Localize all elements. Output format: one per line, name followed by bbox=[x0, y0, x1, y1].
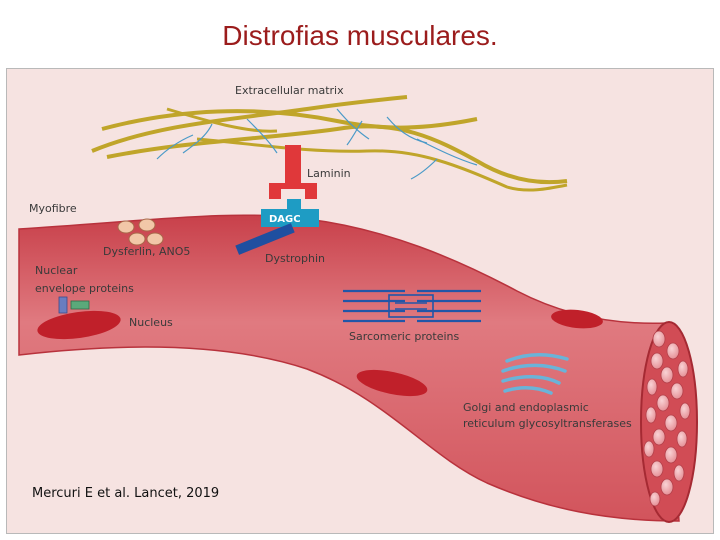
label-dysferlin: Dysferlin, ANO5 bbox=[103, 245, 190, 258]
label-extracellular-matrix: Extracellular matrix bbox=[235, 84, 344, 97]
slide-title: Distrofias musculares. bbox=[222, 20, 498, 51]
sarcomeric-proteins bbox=[343, 289, 481, 323]
label-dagc: DAGC bbox=[269, 214, 301, 225]
label-myofibre: Myofibre bbox=[29, 202, 77, 215]
label-golgi-1: Golgi and endoplasmic bbox=[463, 401, 589, 414]
golgi-endoplasmic-reticulum bbox=[501, 353, 569, 395]
label-dystrophin: Dystrophin bbox=[265, 252, 325, 265]
label-golgi-2: reticulum glycosyltransferases bbox=[463, 417, 632, 430]
myofibril-cross-sections bbox=[643, 330, 691, 507]
extracellular-matrix bbox=[91, 95, 568, 192]
label-nuclear: Nuclear bbox=[35, 264, 78, 277]
label-laminin: Laminin bbox=[307, 167, 351, 180]
nuclei bbox=[37, 309, 603, 397]
laminin-shape bbox=[269, 145, 317, 199]
label-sarcomeric-proteins: Sarcomeric proteins bbox=[349, 330, 459, 343]
dystrophin-rod bbox=[235, 223, 295, 255]
label-envelope-proteins: envelope proteins bbox=[35, 282, 134, 295]
muscle-fibre-diagram: Extracellular matrix Laminin DAGC Myofib… bbox=[6, 68, 714, 534]
citation: Mercuri E et al. Lancet, 2019 bbox=[32, 486, 220, 501]
dagc-connector bbox=[287, 199, 301, 209]
dysferlin-vesicles bbox=[117, 218, 164, 246]
diagram-canvas: Extracellular matrix Laminin DAGC Myofib… bbox=[7, 69, 713, 533]
dagc-box bbox=[261, 209, 319, 227]
label-nucleus: Nucleus bbox=[129, 316, 173, 329]
nuclear-envelope-proteins bbox=[58, 296, 90, 314]
